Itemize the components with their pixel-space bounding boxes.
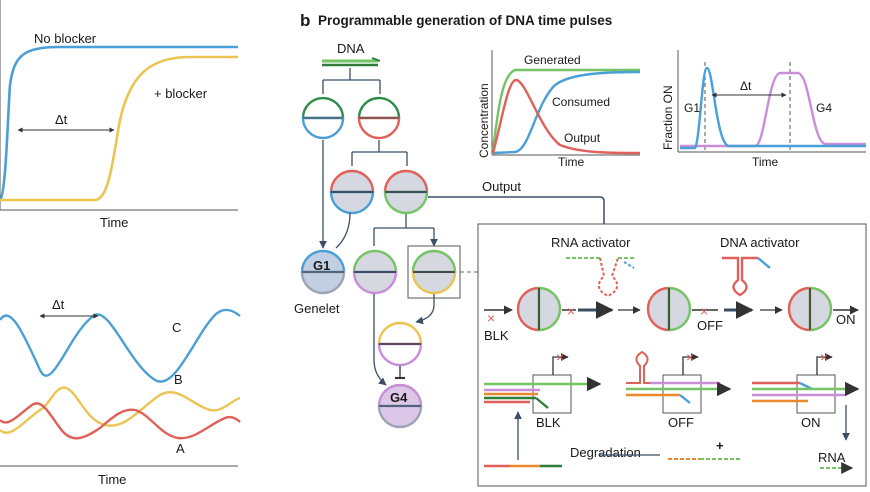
generated-curve [491,68,640,151]
blocker-label: + blocker [154,86,208,101]
oscillation-a [0,402,241,440]
panel-b-title: Programmable generation of DNA time puls… [318,13,612,28]
mechanism-box [477,223,867,487]
on-genelet-detail: × [752,349,860,414]
blk-genelet-detail: × [484,349,602,414]
no-blocker-curve [0,45,238,201]
fraction-y-label: Fraction ON [661,85,675,150]
g4-fraction-curve [680,71,866,148]
fraction-x-label: Time [752,155,779,169]
panel-a-bottom-plot: Δt C B A Time [0,297,241,487]
blocker-curve [0,55,238,202]
off-label: OFF [697,318,723,333]
svg-text:×: × [820,349,828,365]
genelet-state-off [646,286,692,332]
node-red-blue [329,169,375,215]
node-green-purple [352,249,398,295]
on-state-label: ON [801,415,821,430]
g4-label: G4 [390,390,408,405]
x-mark-2: × [567,303,575,319]
node-red-green [383,169,429,215]
svg-text:×: × [686,349,694,365]
rna-label: RNA [818,450,846,465]
arrow-to-yellow-purple [415,294,435,325]
oscillation-b [0,386,241,434]
g1-fraction-curve [680,66,866,150]
on-label: ON [836,312,856,327]
dna-activator-label: DNA activator [720,235,800,250]
x-mark-3: × [700,303,708,319]
tree-connector-2 [351,140,408,166]
node-green-yellow [411,249,457,295]
delta-label-bottom: Δt [52,297,65,312]
fraction-delta: Δt [740,79,752,93]
fraction-g4: G4 [816,101,832,115]
fraction-g1: G1 [684,101,700,115]
degradation-label: Degradation [570,445,641,460]
label-c: C [172,320,181,335]
genelet-state-on [787,286,833,332]
g1-genelet [300,249,346,295]
label-b: B [174,372,183,387]
tree-connector-3 [373,214,434,246]
consumed-label: Consumed [552,95,610,109]
inset-fraction-on: Δt G1 G4 Time Fraction ON [661,50,866,169]
svg-text:×: × [556,349,564,365]
blk-x-mark: × [487,310,495,326]
arrow-to-g4 [373,294,387,386]
panel-letter-b: b [300,11,310,30]
g1-label: G1 [313,258,330,273]
oscillation-c [0,308,241,383]
panel-a-top-plot: Δt No blocker + blocker Time [0,0,238,230]
dna-activator-hairpin [722,256,758,297]
output-arrow [428,196,609,235]
consumed-curve [492,70,641,155]
tree-connector-1 [322,68,381,94]
label-a: A [176,441,185,456]
conc-x-label: Time [558,155,585,169]
blk-state-label: BLK [536,415,561,430]
x-label-top: Time [100,215,128,230]
conc-y-label: Concentration [477,83,491,158]
delta-label-top: Δt [55,112,68,127]
connector-to-g1 [335,212,351,249]
dna-label: DNA [337,41,365,56]
off-state-label: OFF [668,415,694,430]
output-curve [491,78,641,155]
node-yellow-purple [377,321,423,367]
off-genelet-detail: × [626,349,732,414]
blk-label: BLK [484,328,509,343]
node-green-blue [301,96,345,140]
plus-sign: + [716,438,724,453]
output-curve-label: Output [564,131,601,145]
g4-genelet [377,383,423,429]
inset-concentration: Generated Consumed Output Time Concentra… [477,50,641,169]
genelet-label: Genelet [294,301,340,316]
x-label-bottom: Time [98,472,126,487]
rna-activator-label: RNA activator [551,235,631,250]
node-green-red [357,96,401,140]
genelet-state-blk [516,286,562,332]
no-blocker-label: No blocker [34,31,97,46]
generated-label: Generated [524,53,581,67]
output-label: Output [482,179,521,194]
